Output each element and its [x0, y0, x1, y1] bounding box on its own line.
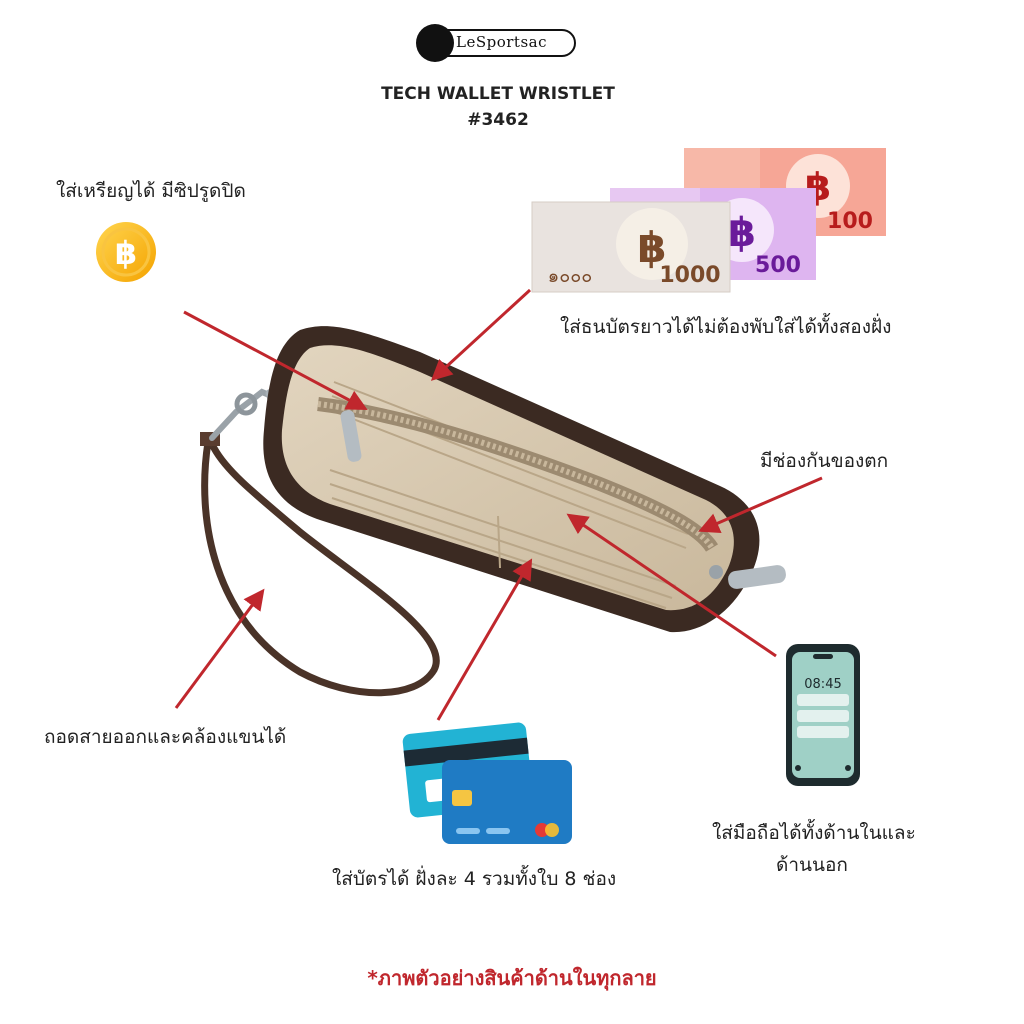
- label-phone-line1: ใส่มือถือได้ทั้งด้านในและ: [712, 822, 916, 844]
- coin-symbol: ฿: [115, 234, 137, 272]
- banknote-1000-value: 1000: [659, 263, 720, 288]
- banknote-500-value: 500: [755, 253, 801, 278]
- footer-note: *ภาพตัวอย่างสินค้าด้านในทุกลาย: [367, 966, 657, 990]
- logo-dot-icon: [416, 24, 454, 62]
- arrow-bills: [430, 288, 532, 381]
- callout-arrows: [174, 288, 823, 721]
- arrow-cards: [436, 558, 533, 721]
- brand-logo: LeSportsac: [416, 24, 580, 64]
- banknote-500-symbol: ฿: [728, 210, 756, 256]
- label-cards: ใส่บัตรได้ ฝั่งละ 4 รวมทั้งใบ 8 ช่อง: [332, 868, 617, 890]
- label-anti-drop: มีช่องกันของตก: [760, 450, 889, 472]
- bitcoin-coin-icon: ฿: [96, 222, 156, 282]
- label-bills: ใส่ธนบัตรยาวได้ไม่ต้องพับใส่ได้ทั้งสองฝั…: [560, 316, 892, 338]
- banknote-100-value: 100: [827, 209, 873, 234]
- arrow-anti-drop: [698, 476, 823, 533]
- logo-text: LeSportsac: [456, 33, 547, 51]
- banknote-1000-thai-numeral: ๑๐๐๐: [548, 266, 592, 287]
- credit-cards-icon: [402, 722, 572, 844]
- label-coins: ใส่เหรียญได้ มีซิปรูดปิด: [56, 180, 246, 202]
- wallet-illustration: [263, 326, 786, 633]
- product-code: #3462: [467, 110, 529, 130]
- label-phone-line2: ด้านนอก: [776, 854, 848, 876]
- banknote-1000: ฿ ๑๐๐๐ 1000: [531, 201, 731, 293]
- arrow-coins: [183, 310, 368, 410]
- smartphone-icon: 08:45: [786, 644, 860, 786]
- product-title: TECH WALLET WRISTLET: [381, 84, 615, 104]
- arrow-phone: [566, 513, 777, 658]
- arrow-strap: [174, 588, 265, 709]
- label-strap: ถอดสายออกและคล้องแขนได้: [44, 726, 287, 748]
- banknote-1000-symbol: ฿: [637, 223, 666, 272]
- phone-time: 08:45: [804, 677, 841, 692]
